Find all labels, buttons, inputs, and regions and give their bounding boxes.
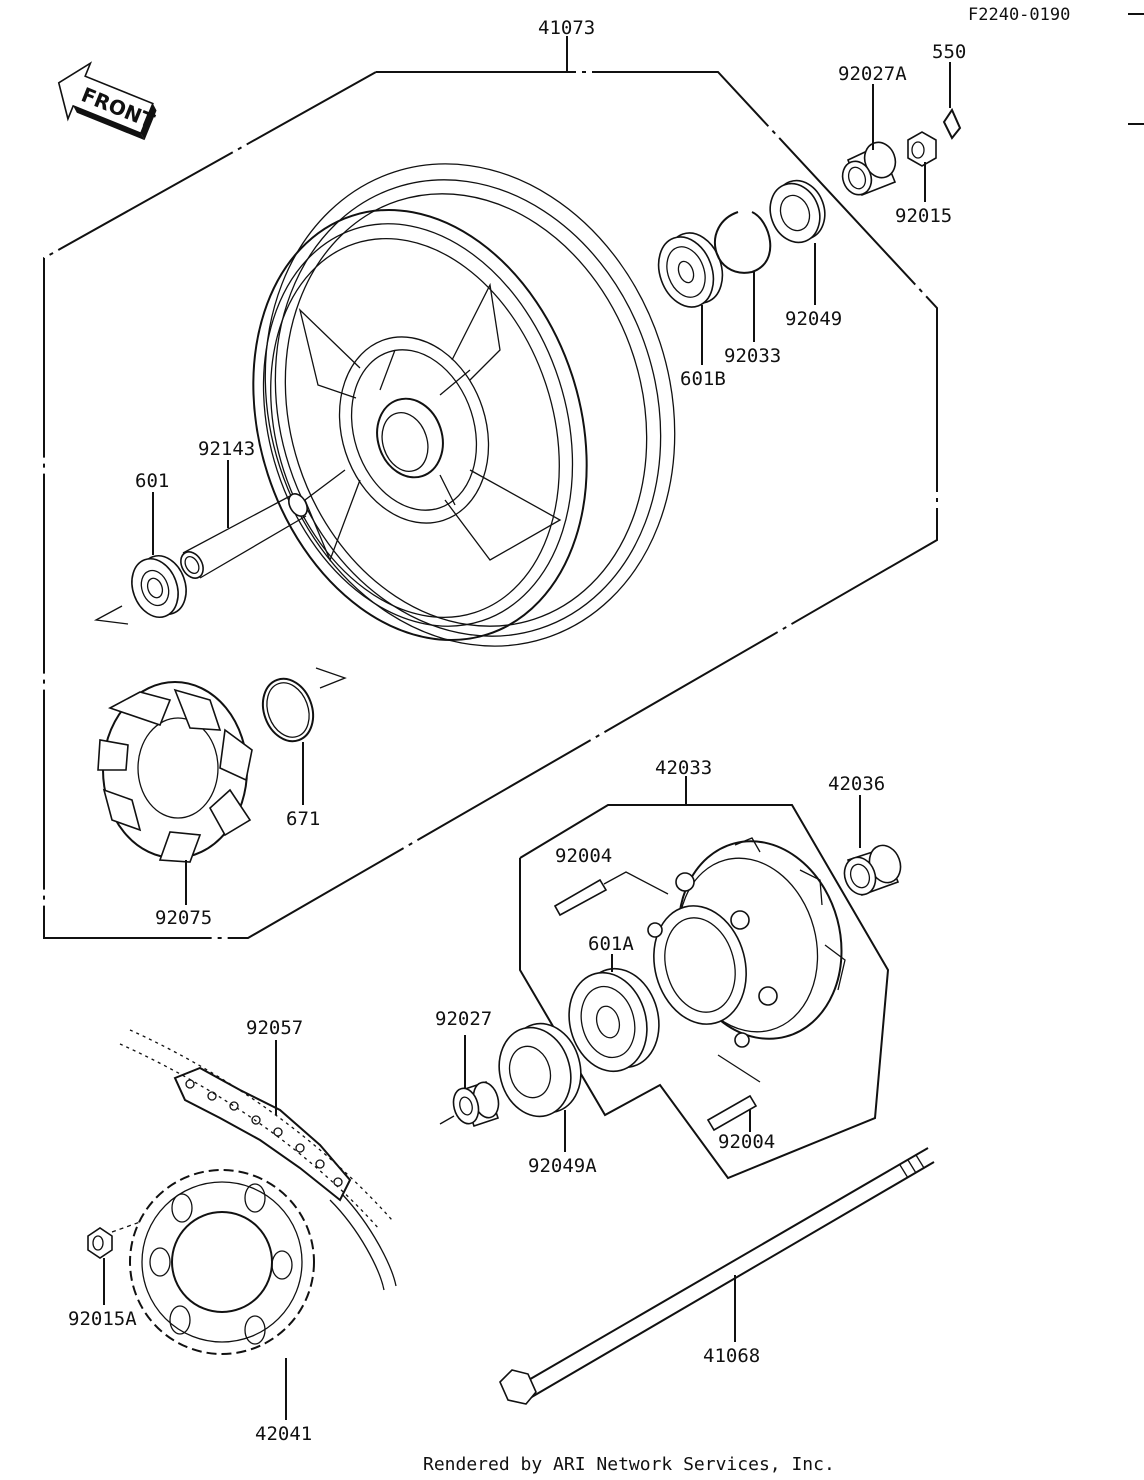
part-label-42041: 42041 — [255, 1423, 312, 1445]
part-92015-nut — [907, 131, 937, 167]
leader-92004-lower — [717, 1054, 761, 1083]
part-label-601: 601 — [135, 470, 169, 492]
part-label-671: 671 — [286, 808, 320, 830]
part-92057-chain — [119, 1029, 397, 1291]
part-92143-spacer — [180, 493, 308, 579]
part-92075-damper — [97, 681, 253, 863]
part-label-42036: 42036 — [828, 773, 885, 795]
part-92015A-nut — [87, 1227, 113, 1259]
front-arrow-icon: FRONT — [57, 61, 158, 141]
part-label-92027: 92027 — [435, 1008, 492, 1030]
part-92004-stud-upper — [553, 878, 608, 917]
part-42041-sprocket — [129, 1169, 315, 1355]
part-92004-stud-lower — [706, 1094, 758, 1132]
part-601B-bearing — [657, 232, 724, 308]
part-550-cotter-pin — [942, 107, 962, 140]
part-601A-bearing — [568, 967, 660, 1073]
leader-92004-upper — [603, 871, 669, 895]
part-label-601A: 601A — [588, 933, 634, 955]
part-label-92057: 92057 — [246, 1017, 303, 1039]
credit-text: Rendered by ARI Network Services, Inc. — [423, 1454, 835, 1475]
reference-code: F2240-0190 — [968, 5, 1070, 25]
part-label-92049: 92049 — [785, 308, 842, 330]
part-92027A-collar — [841, 141, 897, 197]
part-671-o-ring — [261, 677, 315, 743]
hidden-line-mark — [315, 667, 347, 689]
part-label-41073: 41073 — [538, 17, 595, 39]
part-label-92004-lower: 92004 — [718, 1131, 775, 1153]
part-label-92049A: 92049A — [528, 1155, 597, 1177]
part-label-550: 550 — [932, 41, 966, 63]
part-92049-seal — [769, 179, 826, 244]
rear-wheel — [252, 163, 676, 647]
part-92027-collar — [452, 1080, 500, 1128]
part-label-41068: 41068 — [703, 1345, 760, 1367]
hidden-line-mark — [93, 605, 129, 625]
part-label-42033: 42033 — [655, 757, 712, 779]
part-label-92143: 92143 — [198, 438, 255, 460]
part-label-92015A: 92015A — [68, 1308, 137, 1330]
part-label-92015: 92015 — [895, 205, 952, 227]
part-label-92033: 92033 — [724, 345, 781, 367]
part-42036-collar — [843, 844, 902, 897]
wheel-group-outline — [43, 71, 938, 939]
part-label-92027A: 92027A — [838, 63, 907, 85]
part-label-92004-upper: 92004 — [555, 845, 612, 867]
part-92033-circlip — [713, 211, 772, 274]
part-42033-hub — [647, 837, 846, 1048]
part-label-92075: 92075 — [155, 907, 212, 929]
part-label-601B: 601B — [680, 368, 726, 390]
part-92049A-seal — [498, 1022, 582, 1118]
part-601-bearing — [131, 555, 187, 618]
part-41068-axle — [499, 1147, 935, 1405]
